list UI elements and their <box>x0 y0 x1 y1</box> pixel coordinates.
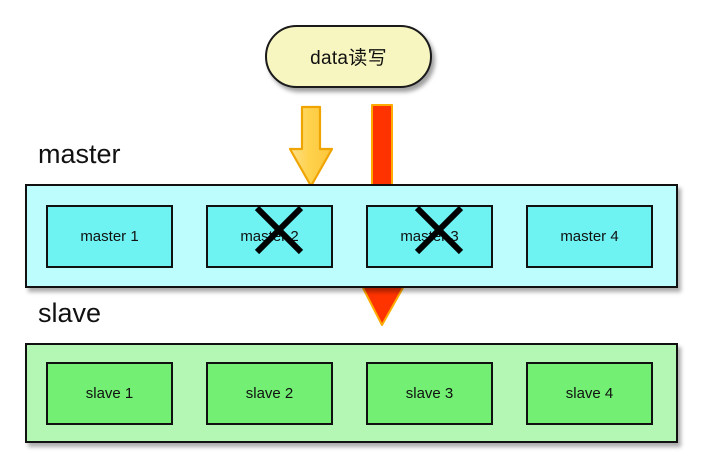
master-node-4[interactable]: master 4 <box>526 204 653 268</box>
slave-node-2-label: slave 2 <box>245 384 294 402</box>
yellow-arrow-icon <box>288 105 334 188</box>
master-node-3-label: master 3 <box>400 227 459 245</box>
slave-node-3-label: slave 3 <box>405 384 454 402</box>
slave-node-3[interactable]: slave 3 <box>366 361 493 425</box>
slave-group: slave 1 slave 2 slave 3 slave 4 <box>25 343 678 443</box>
master-group: master 1 master 2 master 3 master 4 <box>25 184 678 288</box>
master-node-1-label: master 1 <box>80 227 139 245</box>
master-node-1[interactable]: master 1 <box>46 204 173 268</box>
master-node-4-label: master 4 <box>560 227 619 245</box>
slave-node-1-label: slave 1 <box>85 384 134 402</box>
data-source-node: data读写 <box>265 25 432 88</box>
data-source-label: data读写 <box>310 48 387 69</box>
slave-group-heading: slave <box>38 298 102 328</box>
slave-node-4[interactable]: slave 4 <box>526 361 653 425</box>
slave-node-1[interactable]: slave 1 <box>46 361 173 425</box>
slave-node-4-label: slave 4 <box>565 384 614 402</box>
master-node-2[interactable]: master 2 <box>206 204 333 268</box>
master-node-3[interactable]: master 3 <box>366 204 493 268</box>
master-node-2-label: master 2 <box>240 227 299 245</box>
slave-node-2[interactable]: slave 2 <box>206 361 333 425</box>
master-group-heading: master <box>38 139 121 169</box>
